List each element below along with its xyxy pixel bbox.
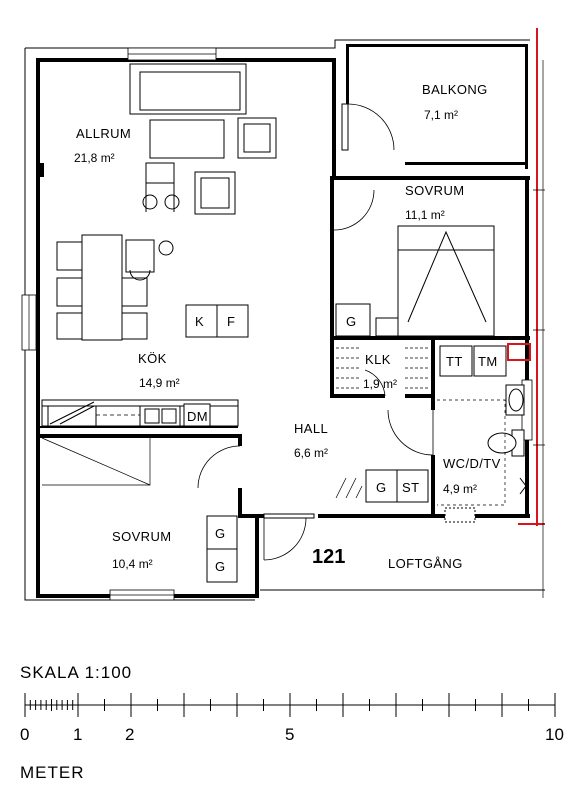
room-name: ALLRUM	[76, 126, 131, 141]
storage-label: ST	[402, 480, 419, 495]
klk-shelves	[336, 347, 428, 389]
red-boundary	[507, 28, 545, 598]
fridge-label: K	[195, 314, 204, 329]
dishwasher-label: DM	[187, 409, 208, 424]
room-name: KÖK	[138, 351, 167, 366]
scale-unit: METER	[20, 763, 85, 782]
double-bed	[397, 225, 495, 337]
doors	[197, 103, 434, 561]
room-area: 21,8 m²	[74, 151, 115, 165]
room-area: 6,6 m²	[294, 446, 328, 460]
fridge-freezer: K F	[185, 304, 249, 338]
corridor-label: LOFTGÅNG	[388, 556, 463, 571]
wc-fixtures: TT TM	[437, 345, 527, 523]
scale-bar: SKALA 1:100 0 1 2 5 10 METER	[20, 663, 564, 782]
room-name: SOVRUM	[112, 529, 171, 544]
red-shaft-marker	[507, 343, 531, 361]
room-area: 7,1 m²	[424, 108, 458, 122]
scale-label: 2	[125, 725, 134, 744]
scale-label: 10	[545, 725, 564, 744]
room-name: BALKONG	[422, 82, 488, 97]
washer-label: TT	[446, 354, 463, 369]
allrum-furniture	[129, 63, 277, 215]
room-name: HALL	[294, 421, 328, 436]
hall-wardrobes: G ST	[335, 469, 429, 503]
dining-furniture	[56, 234, 174, 341]
apartment-number: 121	[312, 546, 345, 568]
room-area: 11,1 m²	[405, 208, 445, 222]
room-area: 10,4 m²	[112, 557, 153, 571]
room-name: SOVRUM	[405, 183, 464, 198]
dryer-label: TM	[478, 354, 498, 369]
room-labels: ALLRUM 21,8 m² KÖK 14,9 m² HALL 6,6 m² S…	[74, 82, 501, 571]
wardrobe-label: G	[346, 314, 357, 329]
freezer-label: F	[227, 314, 235, 329]
wheelchair-icon	[125, 239, 174, 281]
sovrum2-furniture: G	[335, 225, 495, 337]
wardrobe-label: G	[376, 480, 387, 495]
dining-table	[81, 234, 123, 341]
sovrum1-furniture: G G	[41, 437, 238, 583]
coffee-table	[149, 119, 225, 159]
kitchen-counter: DM	[41, 399, 239, 427]
wardrobe-label: G	[215, 526, 226, 541]
scale-label: 0	[20, 725, 29, 744]
scale-label: 5	[285, 725, 294, 744]
scale-title: SKALA 1:100	[20, 663, 132, 682]
room-area: 14,9 m²	[139, 376, 180, 390]
wardrobe	[335, 303, 371, 337]
windows	[21, 47, 533, 601]
wardrobe-label: G	[215, 559, 226, 574]
wheelchair-icon	[142, 162, 180, 212]
room-area: 4,9 m²	[443, 482, 477, 496]
room-name: WC/D/TV	[443, 456, 501, 471]
room-area: 1,9 m²	[363, 377, 397, 391]
scale-ticks	[24, 693, 556, 717]
interior-walls	[36, 176, 530, 518]
room-name: KLK	[365, 352, 391, 367]
scale-label: 1	[73, 725, 82, 744]
